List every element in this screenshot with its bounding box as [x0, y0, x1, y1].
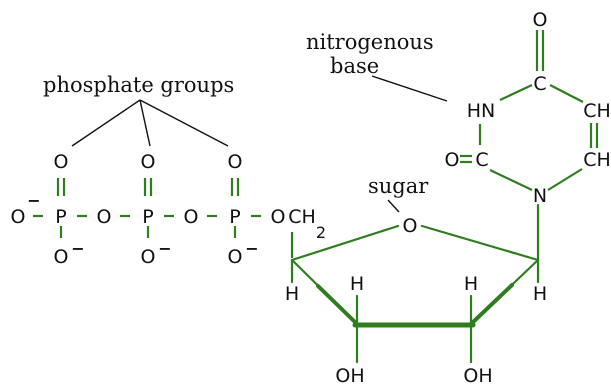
- atom-p1: P: [55, 206, 66, 228]
- charge-o-left: −: [27, 191, 40, 210]
- charge-o-bot-3: −: [245, 239, 258, 258]
- atom-p3: P: [229, 206, 240, 228]
- atom-o-top-2: O: [141, 151, 156, 173]
- atom-base-n: N: [533, 185, 547, 207]
- sugar-label: sugar: [368, 174, 429, 198]
- callout-lines: [71, 75, 448, 213]
- ch-n-bond: [547, 168, 583, 191]
- atom-o-bridge-2: O: [184, 206, 199, 228]
- atom-o-top-3: O: [228, 151, 243, 173]
- nitrogenous-label: nitrogenous: [306, 30, 434, 54]
- charges: − − − −: [27, 191, 258, 258]
- atom-o-top-1: O: [54, 151, 69, 173]
- atom-h-c4: H: [285, 283, 299, 305]
- atom-base-o-top: O: [533, 9, 548, 31]
- atom-h-c2: H: [464, 273, 478, 295]
- atom-o-bot-2: O: [141, 246, 156, 268]
- atom-o-bot-3: O: [228, 246, 243, 268]
- sugar-pointer: [387, 199, 400, 213]
- atom-oh-c3: OH: [335, 365, 364, 385]
- atom-base-c-top: C: [533, 73, 546, 95]
- atom-h-c1: H: [533, 283, 547, 305]
- base-pointer: [371, 75, 448, 102]
- c-n-bond: [489, 169, 533, 191]
- hn-c-bond: [499, 84, 533, 101]
- atom-o-bridge-3: O: [271, 206, 286, 228]
- phosphate-bonds: [33, 178, 294, 258]
- charge-o-bot-2: −: [158, 239, 171, 258]
- base-ring-bonds: [460, 30, 599, 191]
- atom-o-left: O: [11, 206, 26, 228]
- c4-o-bond: [290, 224, 400, 262]
- atom-base-hn: HN: [467, 100, 496, 122]
- atom-base-ch-1: CH: [583, 100, 611, 122]
- atom-o-bot-1: O: [54, 246, 69, 268]
- c-ch-bond: [549, 84, 584, 103]
- atom-p2: P: [142, 206, 153, 228]
- phosphate-pointer-2: [139, 99, 151, 147]
- atom-h-c3: H: [350, 273, 364, 295]
- atom-base-o-left: O: [445, 149, 460, 171]
- c1-c2-front-edge: [469, 283, 514, 326]
- atom-oh-c2: OH: [463, 365, 492, 385]
- atom-o-bridge-1: O: [97, 206, 112, 228]
- charge-o-bot-1: −: [71, 239, 84, 258]
- atom-ch2-subscript: 2: [316, 223, 326, 242]
- atom-base-c-left: C: [475, 149, 488, 171]
- atom-symbols: O O O O P O P O P O CH 2 O O O O H H H H…: [11, 9, 611, 385]
- base-label: base: [330, 54, 379, 78]
- phosphate-groups-label: phosphate groups: [43, 73, 234, 97]
- atom-base-ch-2: CH: [583, 149, 611, 171]
- phosphate-pointer-1: [71, 99, 141, 147]
- atom-ring-o: O: [403, 215, 418, 237]
- atom-ch2: CH: [288, 206, 316, 228]
- labels: phosphate groups nitrogenous base sugar: [43, 30, 434, 198]
- phosphate-pointer-3: [139, 99, 229, 147]
- c4-c3-front-edge: [316, 284, 359, 326]
- o-c1-bond: [420, 224, 540, 262]
